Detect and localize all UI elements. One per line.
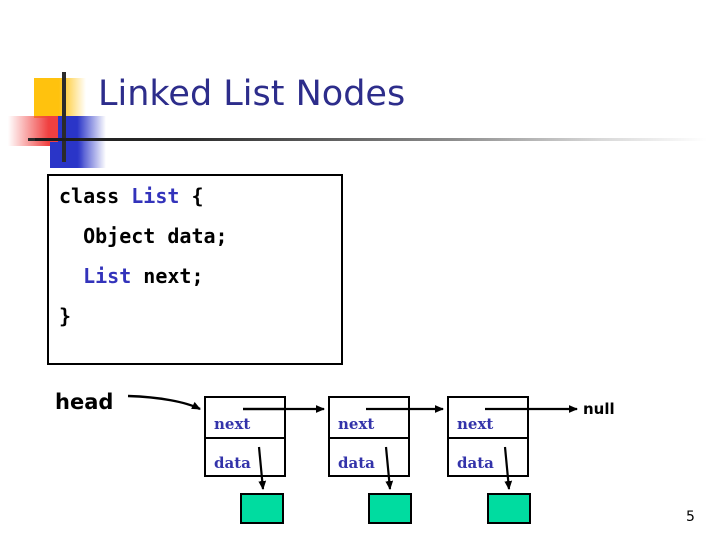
head-pointer-label: head xyxy=(55,390,114,414)
null-terminator-label: null xyxy=(583,400,615,418)
code-token-type-list: List xyxy=(131,184,180,208)
code-indent-3 xyxy=(59,264,83,288)
node-3-next-label: next xyxy=(457,415,494,433)
code-line-4: } xyxy=(59,304,72,328)
logo-yellow-block xyxy=(34,78,86,118)
data-payload-box-2 xyxy=(368,493,412,524)
node-1-divider xyxy=(206,437,284,439)
node-2-next-label: next xyxy=(338,415,375,433)
decorative-logo xyxy=(8,72,106,168)
logo-blue-foot-block xyxy=(50,142,84,168)
slide-number: 5 xyxy=(686,509,695,525)
arrow-head-to-node-1 xyxy=(127,394,201,411)
node-1-data-label: data xyxy=(214,454,251,472)
node-3-data-label: data xyxy=(457,454,494,472)
code-line-2: Object data; xyxy=(59,224,228,248)
data-payload-box-3 xyxy=(487,493,531,524)
code-line-3: List next; xyxy=(59,264,204,288)
node-2-data-label: data xyxy=(338,454,375,472)
code-listing-box: class List { Object data; List next; } xyxy=(47,174,343,365)
code-token-type-list-2: List xyxy=(83,264,132,288)
list-node-3: next data xyxy=(447,396,529,477)
code-line-1: class List { xyxy=(59,184,204,208)
list-node-2: next data xyxy=(328,396,410,477)
logo-vertical-line-icon xyxy=(62,72,66,162)
code-token-next-field: next; xyxy=(131,264,204,288)
list-node-1: next data xyxy=(204,396,286,477)
title-underline-rule xyxy=(35,138,707,141)
node-2-divider xyxy=(330,437,408,439)
logo-red-block xyxy=(8,116,66,146)
node-3-divider xyxy=(449,437,527,439)
slide-header: Linked List Nodes xyxy=(0,0,720,168)
node-1-next-label: next xyxy=(214,415,251,433)
code-token-class: class xyxy=(59,184,132,208)
code-token-brace-open: { xyxy=(179,184,204,208)
page-title: Linked List Nodes xyxy=(98,74,406,114)
data-payload-box-1 xyxy=(240,493,284,524)
